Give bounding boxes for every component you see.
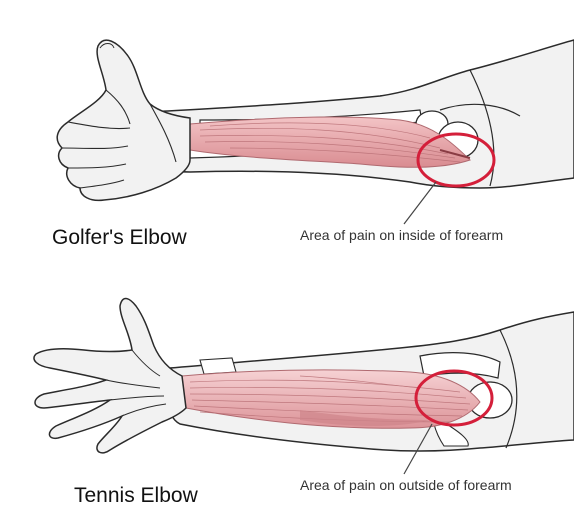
tennis-callout-line xyxy=(403,423,433,475)
golfers-arm-skin xyxy=(149,39,574,189)
tennis-pain-circle xyxy=(414,369,494,427)
tennis-elbow-title: Tennis Elbow xyxy=(74,484,198,507)
golfers-muscle xyxy=(189,116,471,168)
golfers-elbow-caption: Area of pain on inside of forearm xyxy=(300,227,504,243)
golfers-elbow-arm xyxy=(56,39,574,225)
tennis-hand xyxy=(33,297,187,454)
tennis-muscle xyxy=(181,369,481,429)
golfers-pain-circle xyxy=(416,132,496,188)
golfers-callout-line xyxy=(403,181,437,225)
tennis-elbow-arm xyxy=(33,297,574,475)
golfers-elbow-title: Golfer's Elbow xyxy=(52,226,187,249)
tennis-elbow-caption: Area of pain on outside of forearm xyxy=(300,477,512,493)
golfers-hand xyxy=(56,39,191,202)
